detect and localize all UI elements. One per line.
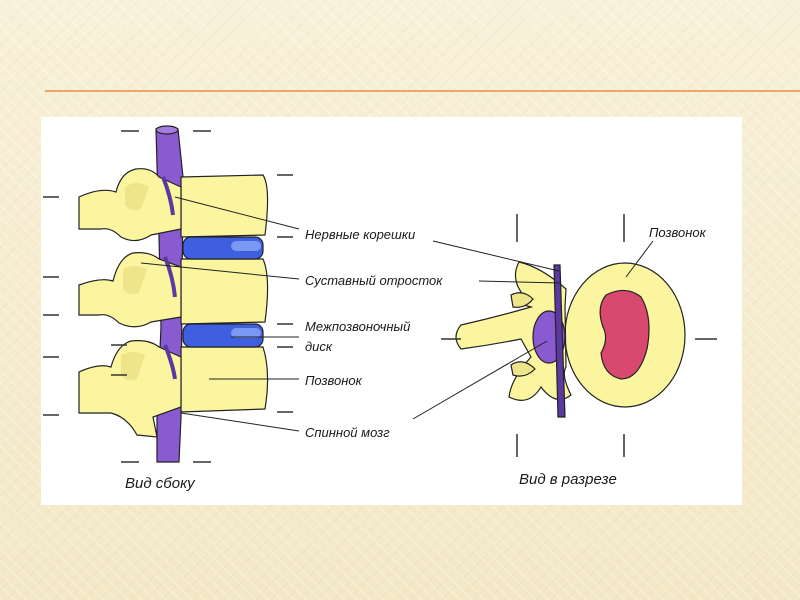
figure-panel: Нервные корешки Суставный отросток Межпо… (41, 117, 742, 505)
caption-side-view: Вид сбоку (125, 475, 195, 492)
label-vertebra-side: Позвонок (305, 373, 362, 388)
disc-1-highlight (231, 241, 261, 251)
process-3 (78, 340, 182, 438)
facet-shading-3 (121, 352, 145, 381)
vertebra-body-1 (180, 174, 269, 238)
nerve-root-2 (163, 256, 177, 298)
label-spinal-cord: Спинной мозг (305, 425, 390, 440)
section-view (455, 261, 686, 418)
label-vertebra-section: Позвонок (649, 225, 706, 240)
label-disc-line1: Межпозвоночный (305, 319, 411, 334)
label-facet-process: Суставный отросток (305, 273, 443, 288)
nerve-strip-section (553, 264, 566, 418)
nerve-root-3 (163, 344, 177, 380)
facet-shading-2 (123, 266, 147, 295)
label-nerve-roots: Нервные корешки (305, 227, 416, 242)
vertebral-arch (455, 261, 572, 401)
nerve-root-1 (161, 176, 175, 216)
disc-2-highlight (231, 328, 261, 338)
cord-top-cap (155, 125, 179, 135)
section-view-tick-marks (441, 214, 717, 457)
side-view-tick-marks (43, 130, 293, 463)
side-view (78, 125, 269, 463)
title-divider (45, 90, 800, 92)
marrow-section (599, 289, 650, 380)
caption-section-view: Вид в разрезе (519, 471, 617, 488)
side-view-leaders (140, 196, 300, 432)
facet-section-1 (510, 292, 534, 308)
facet-section-2 (510, 361, 536, 377)
label-disc-line2: диск (305, 339, 333, 354)
facet-shading-1 (125, 183, 149, 211)
section-view-leaders (412, 240, 654, 420)
vertebra-body-2 (180, 258, 269, 325)
spine-diagram (43, 125, 717, 463)
